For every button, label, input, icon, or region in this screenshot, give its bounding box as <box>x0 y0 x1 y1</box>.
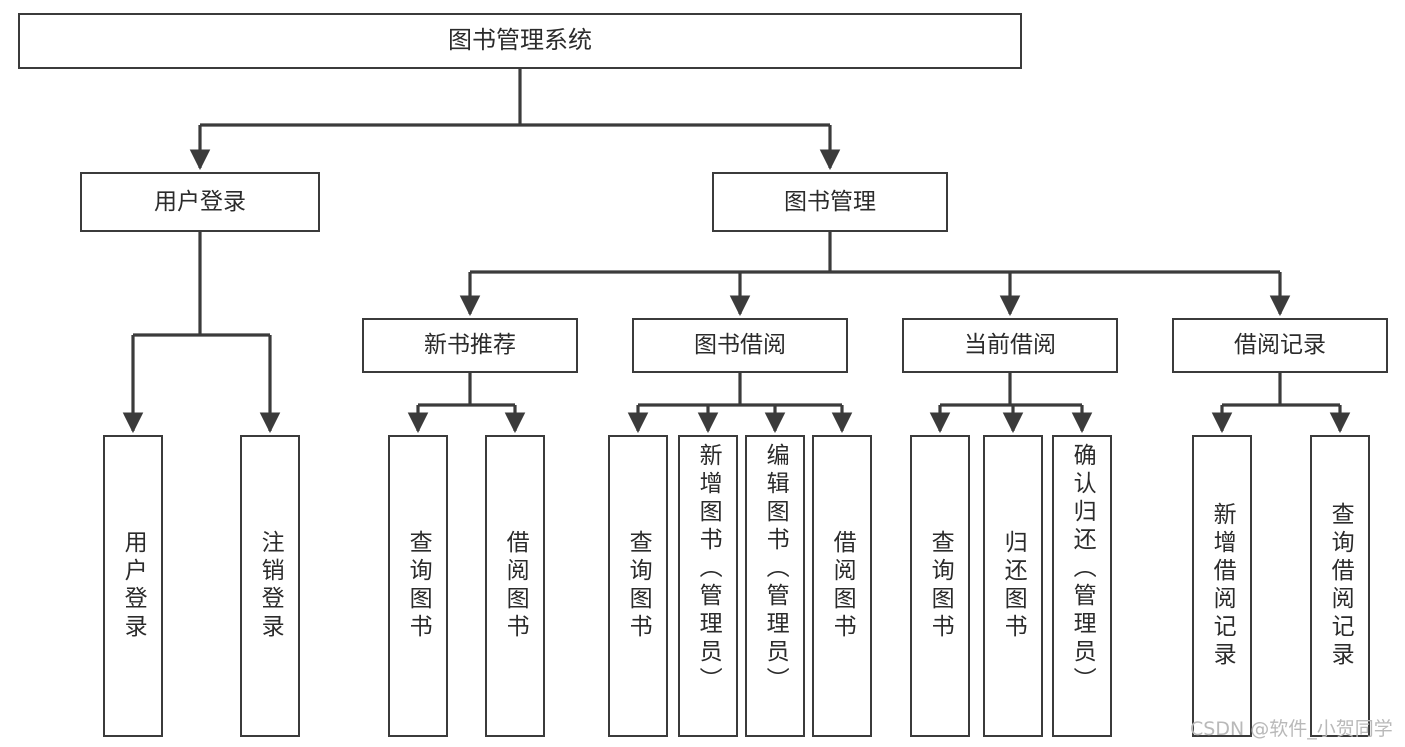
node-book-borrow[interactable]: 图书借阅 <box>632 318 848 373</box>
leaf-borrow-book-1[interactable]: 借阅图书 <box>485 435 545 737</box>
leaf-return-book[interactable]: 归还图书 <box>983 435 1043 737</box>
leaf-query-borrow-record[interactable]: 查询借阅记录 <box>1310 435 1370 737</box>
leaf-edit-book-admin[interactable]: 编辑图书（管理员） <box>745 435 805 737</box>
node-current-borrow[interactable]: 当前借阅 <box>902 318 1118 373</box>
leaf-query-book-3[interactable]: 查询图书 <box>910 435 970 737</box>
node-user-login[interactable]: 用户登录 <box>80 172 320 232</box>
leaf-query-book-1[interactable]: 查询图书 <box>388 435 448 737</box>
csdn-watermark: CSDN @软件_小贺同学 <box>1190 718 1393 740</box>
leaf-query-book-2[interactable]: 查询图书 <box>608 435 668 737</box>
node-borrow-record[interactable]: 借阅记录 <box>1172 318 1388 373</box>
node-book-manage[interactable]: 图书管理 <box>712 172 948 232</box>
leaf-borrow-book-2[interactable]: 借阅图书 <box>812 435 872 737</box>
leaf-add-borrow-record[interactable]: 新增借阅记录 <box>1192 435 1252 737</box>
node-new-book-recommend[interactable]: 新书推荐 <box>362 318 578 373</box>
leaf-user-login[interactable]: 用户登录 <box>103 435 163 737</box>
leaf-add-book-admin[interactable]: 新增图书（管理员） <box>678 435 738 737</box>
leaf-confirm-return-admin[interactable]: 确认归还（管理员） <box>1052 435 1112 737</box>
leaf-logout[interactable]: 注销登录 <box>240 435 300 737</box>
node-root-system[interactable]: 图书管理系统 <box>18 13 1022 69</box>
